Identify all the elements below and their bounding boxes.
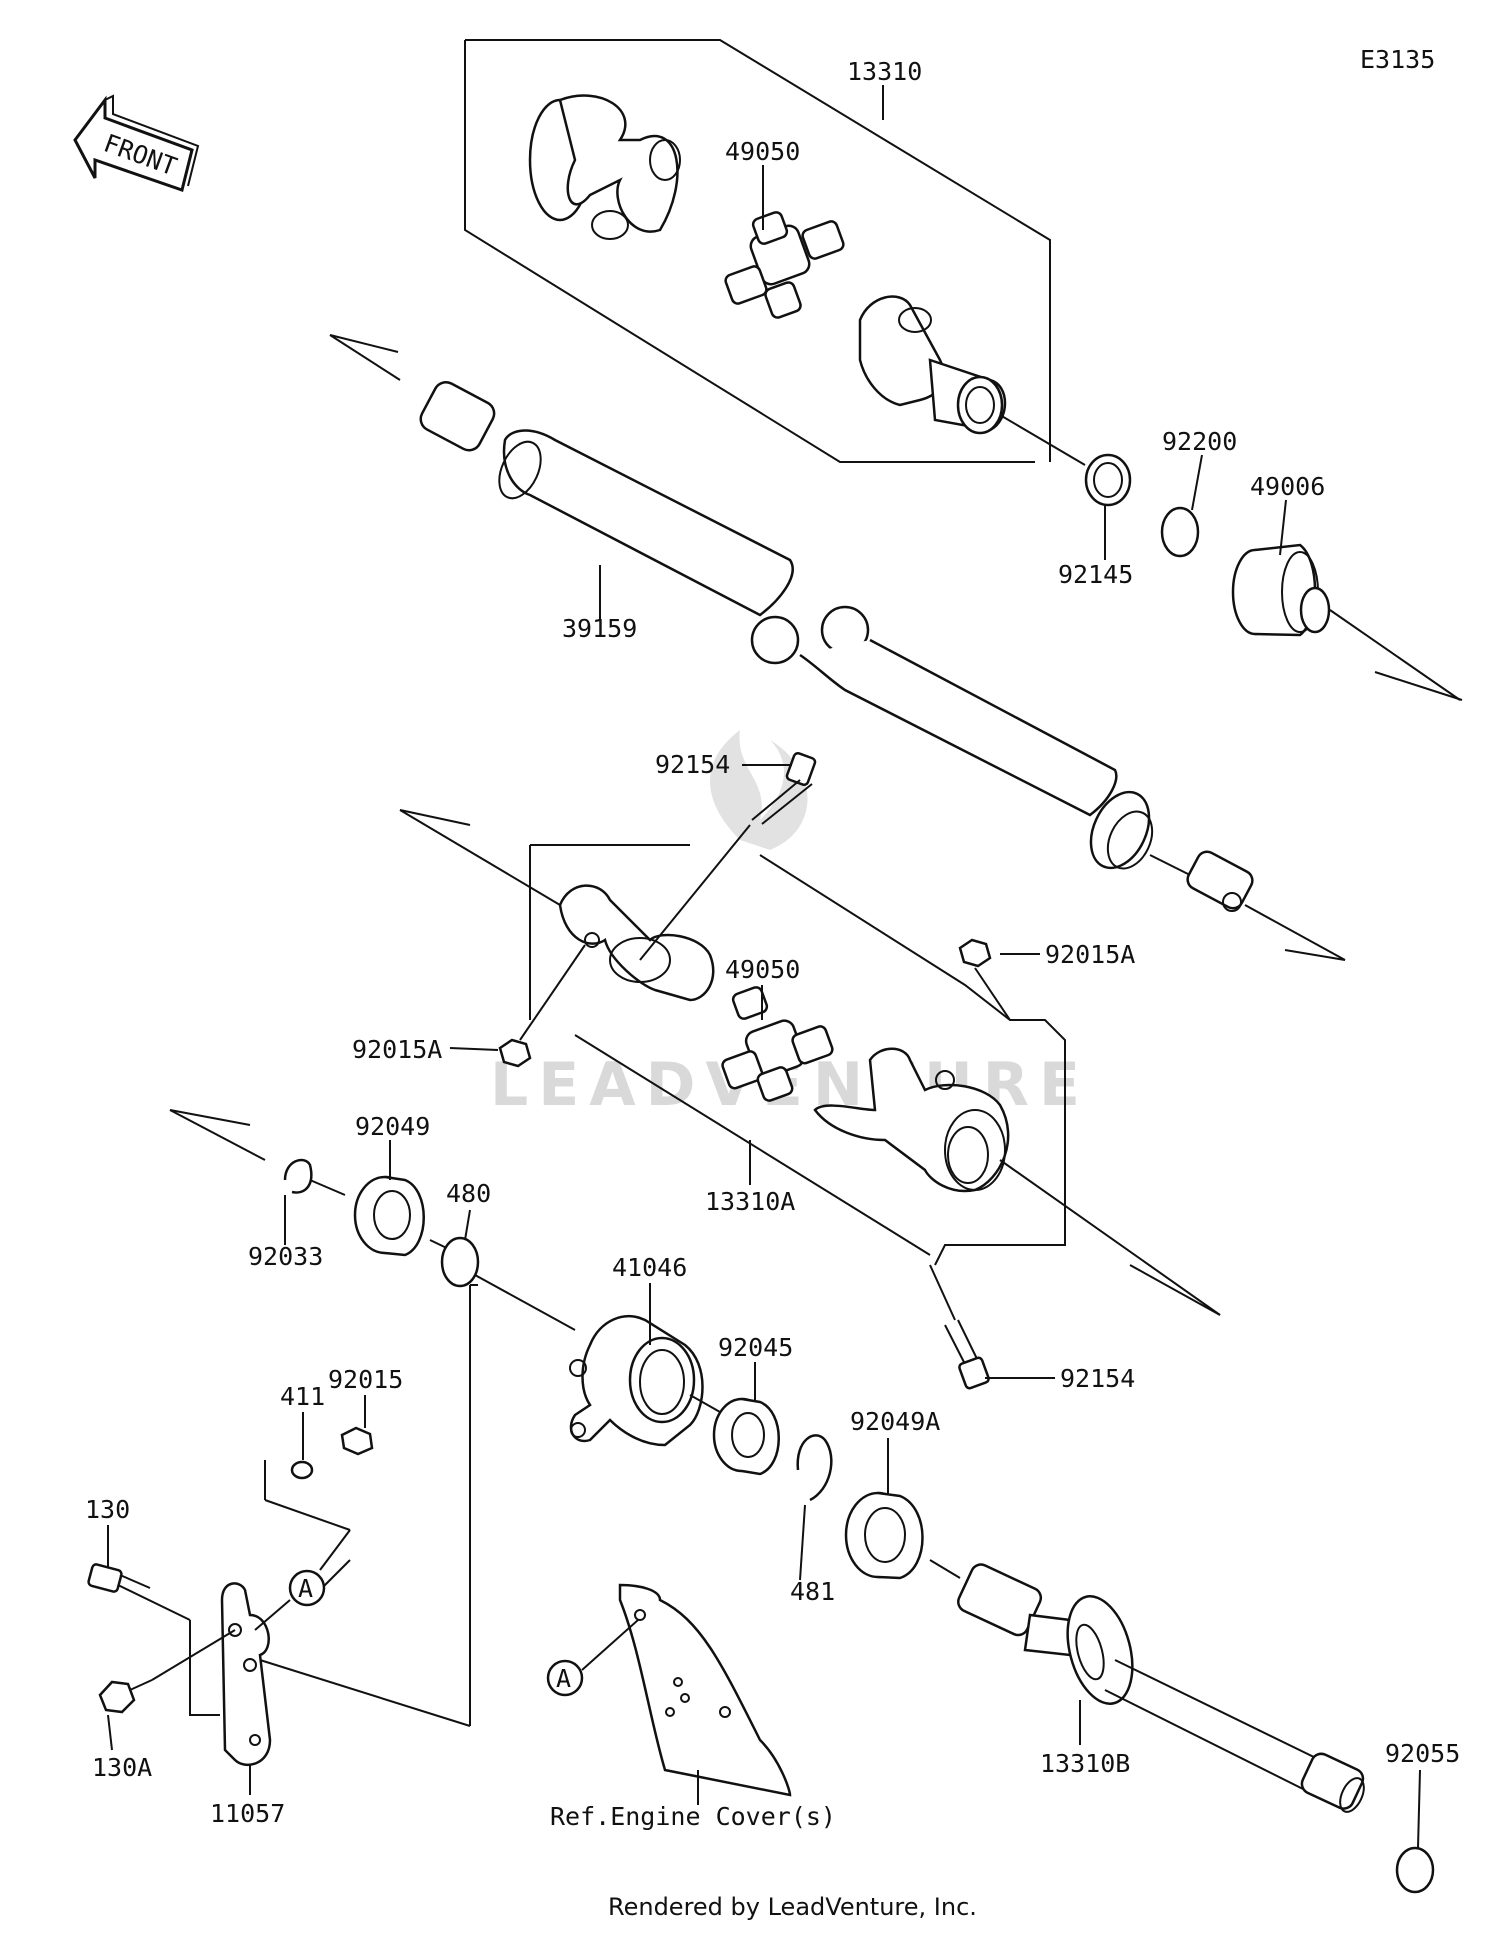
group-outline-13310-lower [464,40,1035,463]
label-49050-top: 49050 [725,137,800,166]
ring-92200 [1160,506,1200,558]
label-49050-mid: 49050 [725,955,800,984]
label-130: 130 [85,1495,130,1524]
label-481: 481 [790,1577,835,1606]
label-92015: 92015 [328,1365,403,1394]
seal-92049 [353,1175,456,1257]
washer-411 [290,1460,314,1480]
engine-cover-ref [618,1583,792,1805]
label-13310B: 13310B [1040,1749,1130,1778]
nut-92015A-right [958,938,1011,1021]
bracket-11057 [220,1460,471,1767]
boot-49006 [1231,543,1463,701]
svg-text:A: A [298,1574,313,1603]
nut-92015A-left [498,944,586,1068]
label-130A: 130A [92,1753,152,1782]
leader-lines [107,85,1421,1849]
label-92015A-right: 92015A [1045,940,1135,969]
label-92055: 92055 [1385,1739,1460,1768]
universal-joint-cross-mid [721,986,834,1102]
label-411: 411 [280,1382,325,1411]
label-13310A: 13310A [705,1187,795,1216]
front-arrow-icon: FRONT [73,94,200,192]
universal-joint-cross-top [724,211,845,319]
label-92015A-left: 92015A [352,1035,442,1064]
label-92033: 92033 [248,1242,323,1271]
label-49006: 49006 [1250,472,1325,501]
label-480: 480 [446,1179,491,1208]
yoke-flange-rear [813,1047,1221,1316]
label-92045: 92045 [718,1333,793,1362]
nut-92015 [340,1426,374,1456]
part-labels: 13310 49050 92200 49006 92145 39159 9215… [85,57,1460,1831]
drive-shaft-39159 [329,334,1346,961]
label-92049: 92049 [355,1112,430,1141]
circlip-92033 [169,1109,346,1196]
ref-marker-a-upper: A [254,1559,351,1631]
label-13310: 13310 [847,57,922,86]
ring-480 [440,1236,576,1726]
label-41046: 41046 [612,1253,687,1282]
snap-ring-481 [796,1434,833,1502]
diagram-code: E3135 [1360,45,1435,74]
ref-marker-a-lower: A [546,1619,639,1697]
bolt-92154-top [639,751,817,961]
o-ring-92055 [1395,1846,1435,1894]
bearing-92045 [712,1397,780,1476]
bolt-92154-bottom [929,1264,990,1390]
group-outline-13310A-bottom [574,1034,931,1256]
group-outline-13310A-right [759,854,1066,1266]
output-shaft-13310B [957,1563,1365,1813]
bolt-130 [87,1563,191,1621]
footer-credit: Rendered by LeadVenture, Inc. [608,1893,977,1921]
yoke-rear-part [858,295,1007,435]
label-92154-top: 92154 [655,750,730,779]
leader-130-bracket [189,1620,220,1716]
yoke-front-part [528,94,681,240]
svg-text:A: A [556,1664,571,1693]
label-11057: 11057 [210,1799,285,1828]
label-92200: 92200 [1162,427,1237,456]
yoke-flange-front [399,809,715,1002]
label-92049A: 92049A [850,1407,940,1436]
bolt-130A [98,1629,236,1714]
label-39159: 39159 [562,614,637,643]
label-ref-engine-cover: Ref.Engine Cover(s) [550,1802,836,1831]
group-outline-13310 [465,39,1051,462]
seal-92049A [844,1491,961,1580]
spring-92145 [999,414,1132,507]
label-92154-bottom: 92154 [1060,1364,1135,1393]
housing-41046 [569,1314,721,1447]
label-92145: 92145 [1058,560,1133,589]
